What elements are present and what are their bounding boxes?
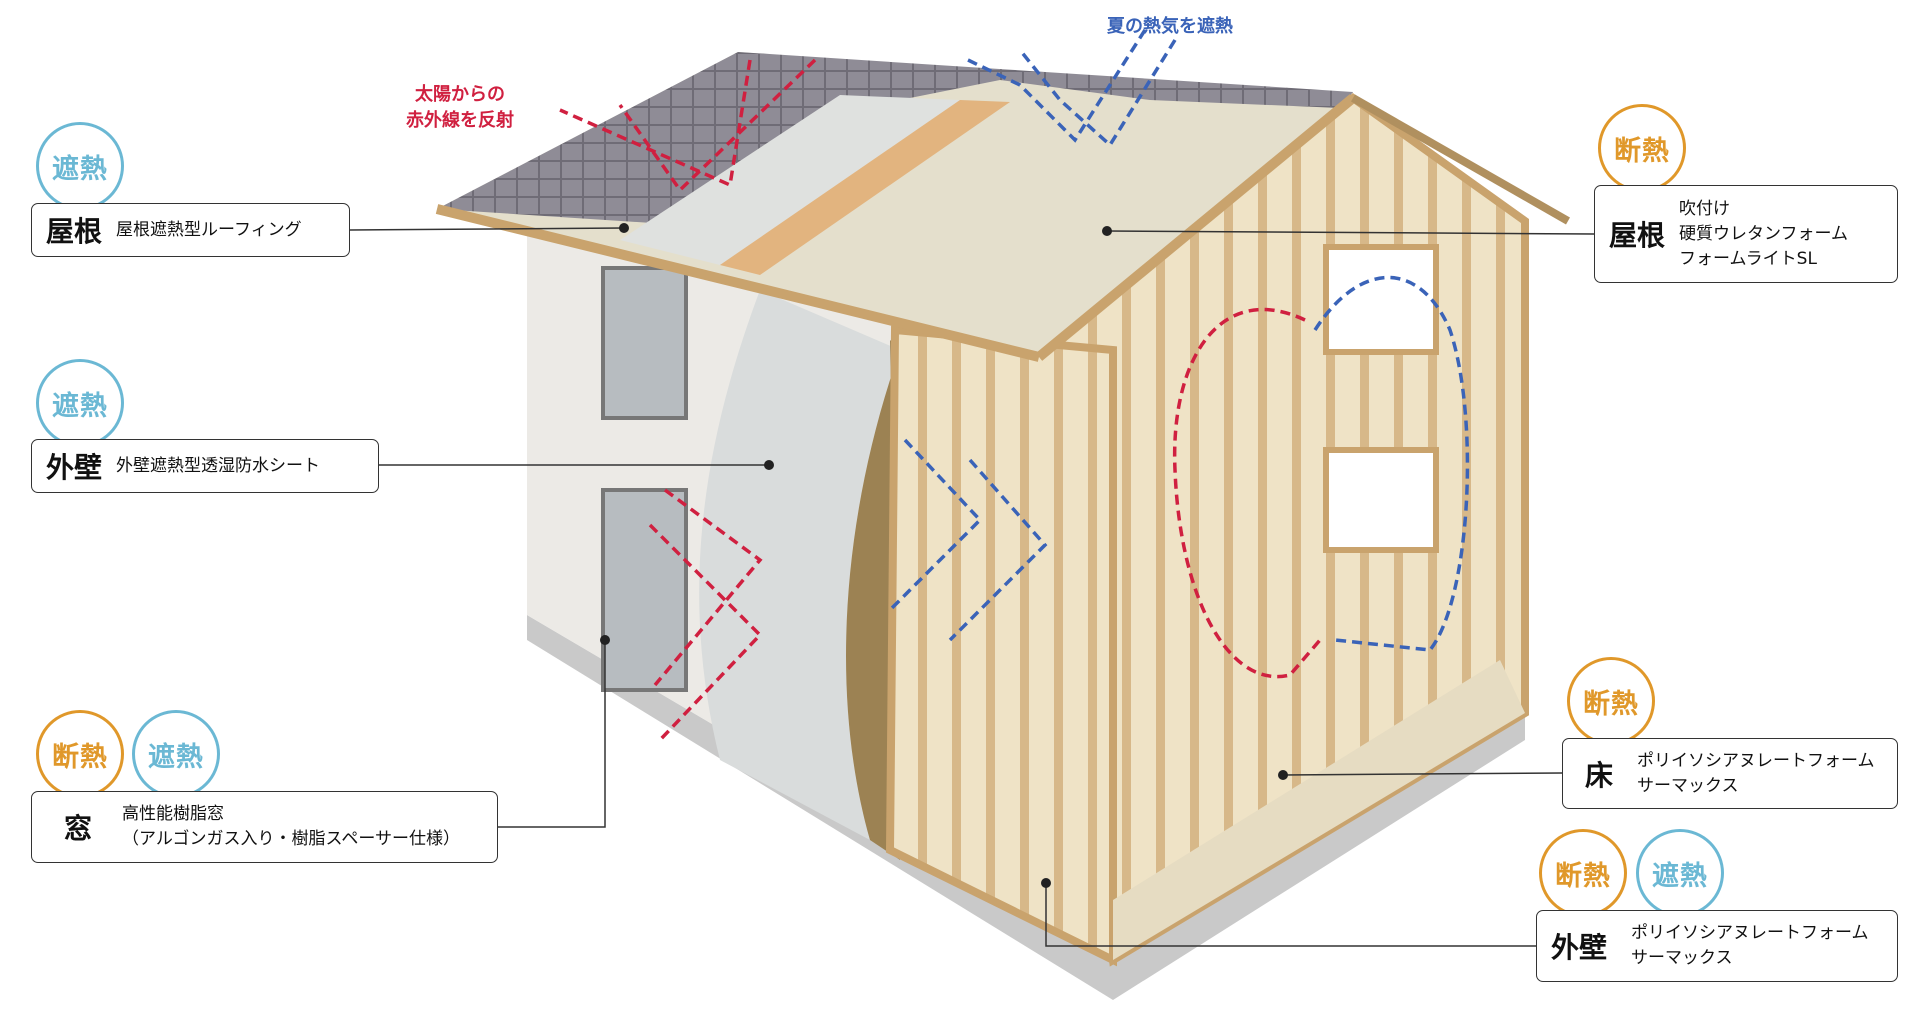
callout-part: 外壁 xyxy=(46,451,103,484)
callout-floor: 床 ポリイソシアヌレートフォーム サーマックス xyxy=(1562,738,1898,809)
infrared-reflection-arrows xyxy=(559,58,1322,742)
callout-wall-left: 外壁 外壁遮熱型透湿防水シート xyxy=(31,439,379,493)
callout-part: 床 xyxy=(1585,758,1614,792)
callout-product: ポリイソシアヌレートフォーム サーマックス xyxy=(1631,923,1869,968)
callout-part: 屋根 xyxy=(1609,219,1666,252)
callout-part: 外壁 xyxy=(1551,931,1608,964)
summer-heat-note: 夏の熱気を遮熱 xyxy=(1107,16,1233,37)
heat-shield-badge: 遮熱 xyxy=(132,710,220,798)
callout-part: 屋根 xyxy=(46,215,103,248)
roof-boards xyxy=(720,100,1010,275)
floor xyxy=(1113,660,1525,960)
callout-product: 吹付け 硬質ウレタンフォーム フォームライトSL xyxy=(1679,198,1848,269)
heat-shield-badge: 遮熱 xyxy=(36,359,124,447)
callout-part: 窓 xyxy=(64,812,93,845)
window-upper xyxy=(601,266,688,420)
insulation-badge: 断熱 xyxy=(36,710,124,798)
heat-shield-badge: 遮熱 xyxy=(36,122,124,210)
gable-window-upper xyxy=(1323,244,1439,355)
wall-sheet xyxy=(699,290,900,840)
gable-rafter xyxy=(1035,94,1357,361)
callout-wall-right: 外壁 ポリイソシアヌレートフォーム サーマックス xyxy=(1536,910,1898,982)
callout-roof-right: 屋根 吹付け 硬質ウレタンフォーム フォームライトSL xyxy=(1594,185,1898,283)
roof-tiles xyxy=(437,52,1353,230)
gable-rafter-right xyxy=(1351,94,1570,225)
sun-infrared-note: 太陽からの 赤外線を反射 xyxy=(406,82,514,134)
callout-window: 窓 高性能樹脂窓 （アルゴンガス入り・樹脂スペーサー仕様） xyxy=(31,791,498,863)
insulation-badge: 断熱 xyxy=(1539,829,1627,917)
insulation-badge: 断熱 xyxy=(1598,104,1686,192)
callout-product: 高性能樹脂窓 （アルゴンガス入り・樹脂スペーサー仕様） xyxy=(122,804,460,849)
wall-insulation-cut xyxy=(846,340,900,860)
hot-air-arrows xyxy=(888,29,1470,652)
callout-product: ポリイソシアヌレートフォーム サーマックス xyxy=(1637,750,1875,796)
leader-lines xyxy=(349,227,1595,947)
foundation xyxy=(527,615,1525,1000)
gable-window-lower xyxy=(1323,447,1439,553)
note-line: 太陽からの xyxy=(415,84,505,105)
heat-shield-badge: 遮熱 xyxy=(1636,829,1724,917)
roofing-sheet xyxy=(620,95,960,265)
front-frame xyxy=(885,325,1117,967)
window-lower xyxy=(601,488,688,692)
eave-beam xyxy=(435,204,1041,362)
callout-roof-left: 屋根 屋根遮熱型ルーフィング xyxy=(31,203,350,257)
note-line: 赤外線を反射 xyxy=(406,110,514,131)
callout-product: 屋根遮熱型ルーフィング xyxy=(116,219,302,240)
leader-dots xyxy=(600,223,1288,888)
insulation-badge: 断熱 xyxy=(1567,657,1655,745)
callout-product: 外壁遮熱型透湿防水シート xyxy=(116,455,321,476)
